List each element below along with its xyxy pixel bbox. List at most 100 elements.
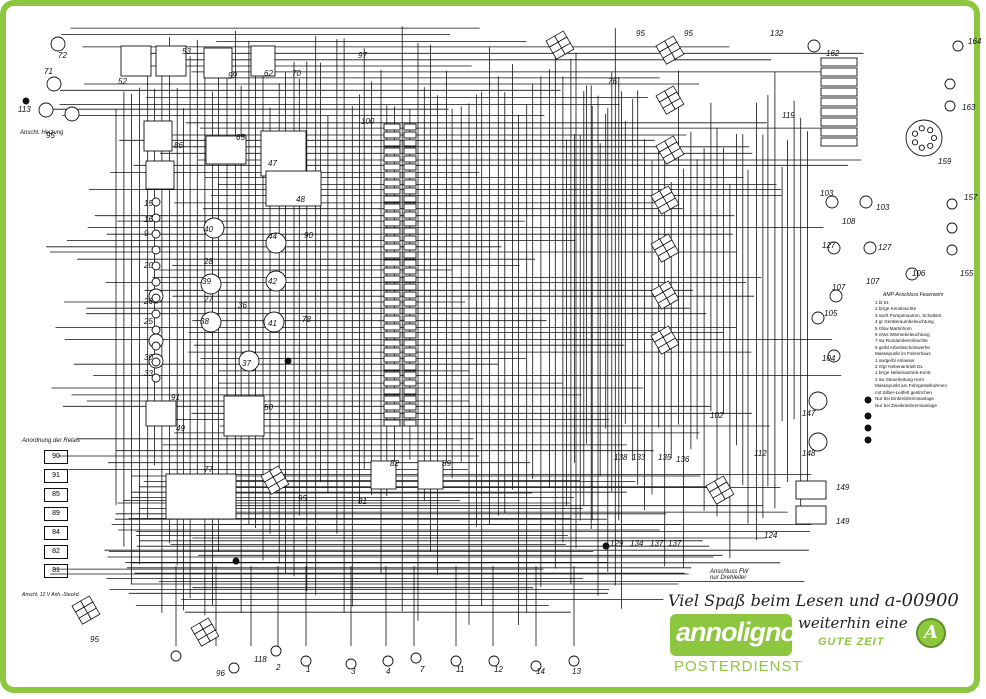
- fuse-cell: [383, 331, 401, 339]
- component-label: 91: [171, 393, 180, 402]
- component-label: 129: [610, 539, 624, 548]
- relay-legend-title: Anordnung der Relais: [22, 438, 81, 444]
- component-label: 113: [18, 105, 31, 114]
- component-label: 77: [204, 465, 213, 474]
- component-label: 157: [964, 193, 978, 202]
- component-label: 95: [46, 131, 55, 140]
- lamp-symbol: [238, 350, 260, 372]
- socket-pin: [930, 134, 938, 142]
- component-label: 149: [836, 483, 850, 492]
- amp-legend-line: 1 sw/ge/bl Anlasser: [875, 357, 915, 363]
- lamp-symbol: [807, 39, 821, 53]
- relay-block: [203, 47, 233, 79]
- connector-pin: [820, 127, 858, 137]
- poster-code: a-00900: [884, 590, 959, 611]
- lamp-symbol: [825, 195, 839, 209]
- relay-block: [260, 130, 307, 177]
- component-label: 100: [361, 117, 375, 126]
- component-label: 127: [878, 243, 892, 252]
- ground-dot: [232, 557, 240, 565]
- fuse-cell: [403, 395, 417, 403]
- fuse-cell: [403, 195, 417, 203]
- lamp-symbol: [151, 197, 161, 207]
- terminal-symbol: [170, 650, 182, 662]
- connector-plug: [650, 185, 680, 215]
- relay-box: 89: [44, 507, 68, 521]
- component-label: 41: [268, 319, 277, 328]
- component-label: 105: [824, 309, 838, 318]
- connector-plug: [650, 325, 680, 355]
- socket-pin: [927, 142, 934, 149]
- promo-line-3: GUTE ZEIT: [818, 636, 885, 648]
- component-label: 119: [782, 111, 795, 120]
- lamp-symbol: [203, 217, 225, 239]
- relay-box: 91: [44, 469, 68, 483]
- component-label: 25: [143, 317, 153, 326]
- lamp-symbol: [946, 198, 958, 210]
- component-label: 42: [268, 277, 277, 286]
- component-label: 2: [275, 663, 281, 672]
- connector-pin: [820, 137, 858, 147]
- fuse-cell: [383, 283, 401, 291]
- fuse-cell: [383, 131, 401, 139]
- fuse-cell: [383, 299, 401, 307]
- fuse-cell: [403, 387, 417, 395]
- fuse-cell: [383, 163, 401, 171]
- amp-legend-line: Massepunkt im Fahrerhaus: [875, 351, 931, 357]
- component-label: 7: [420, 665, 425, 674]
- component-label: 82: [390, 459, 399, 468]
- component-label: 95: [684, 29, 693, 38]
- fuse-cell: [403, 355, 417, 363]
- lamp-symbol: [151, 245, 161, 255]
- fuse-cell: [383, 235, 401, 243]
- relay-block: [795, 505, 827, 525]
- fuse-cell: [403, 155, 417, 163]
- logo-text: annoligno: [676, 617, 797, 647]
- component-label: 137: [668, 539, 682, 548]
- relay-block: [155, 45, 187, 77]
- amp-legend-line: 6 rt/ws Wärmebeleuchtung: [875, 332, 930, 338]
- component-label: 14: [536, 667, 545, 676]
- fuse-cell: [403, 315, 417, 323]
- fuse-cell: [403, 179, 417, 187]
- fuse-cell: [383, 171, 401, 179]
- relay-block: [370, 460, 397, 490]
- component-label: 27: [203, 295, 213, 304]
- fuse-cell: [403, 163, 417, 171]
- connector-pin: [820, 77, 858, 87]
- component-label: 127: [822, 241, 836, 250]
- fuse-cell: [383, 211, 401, 219]
- component-label: 106: [912, 269, 926, 278]
- fuse-cell: [383, 395, 401, 403]
- terminal-symbol: [300, 655, 312, 667]
- fuse-cell: [403, 379, 417, 387]
- component-label: 4: [386, 667, 391, 676]
- component-label: 164: [968, 37, 982, 46]
- fuse-cell: [383, 219, 401, 227]
- component-label: 52: [118, 77, 127, 86]
- connector-plug: [655, 35, 685, 65]
- component-label: 44: [268, 232, 277, 241]
- lamp-symbol: [151, 357, 161, 367]
- component-label: 155: [960, 269, 974, 278]
- component-label: 13: [572, 667, 581, 676]
- component-label: 62: [264, 69, 273, 78]
- lamp-symbol: [905, 267, 919, 281]
- component-label: 39: [202, 277, 211, 286]
- fuse-cell: [403, 339, 417, 347]
- fuse-cell: [403, 419, 417, 427]
- component-label: 95: [90, 635, 99, 644]
- component-label: 38: [200, 317, 209, 326]
- fuse-cell: [383, 371, 401, 379]
- motor-symbol: [64, 106, 80, 122]
- fuse-cell: [403, 251, 417, 259]
- lamp-symbol: [944, 78, 956, 90]
- amp-legend-line: 1 br/ge Nebenantrieb-Kontr.: [875, 370, 932, 376]
- component-label: 37: [242, 359, 251, 368]
- fuse-cell: [383, 315, 401, 323]
- fuse-cell: [383, 291, 401, 299]
- amp-legend-line: 2 rt/gr Nebenantrieb DL: [875, 364, 924, 370]
- terminal-symbol: [530, 660, 542, 672]
- component-label: 11: [456, 665, 464, 674]
